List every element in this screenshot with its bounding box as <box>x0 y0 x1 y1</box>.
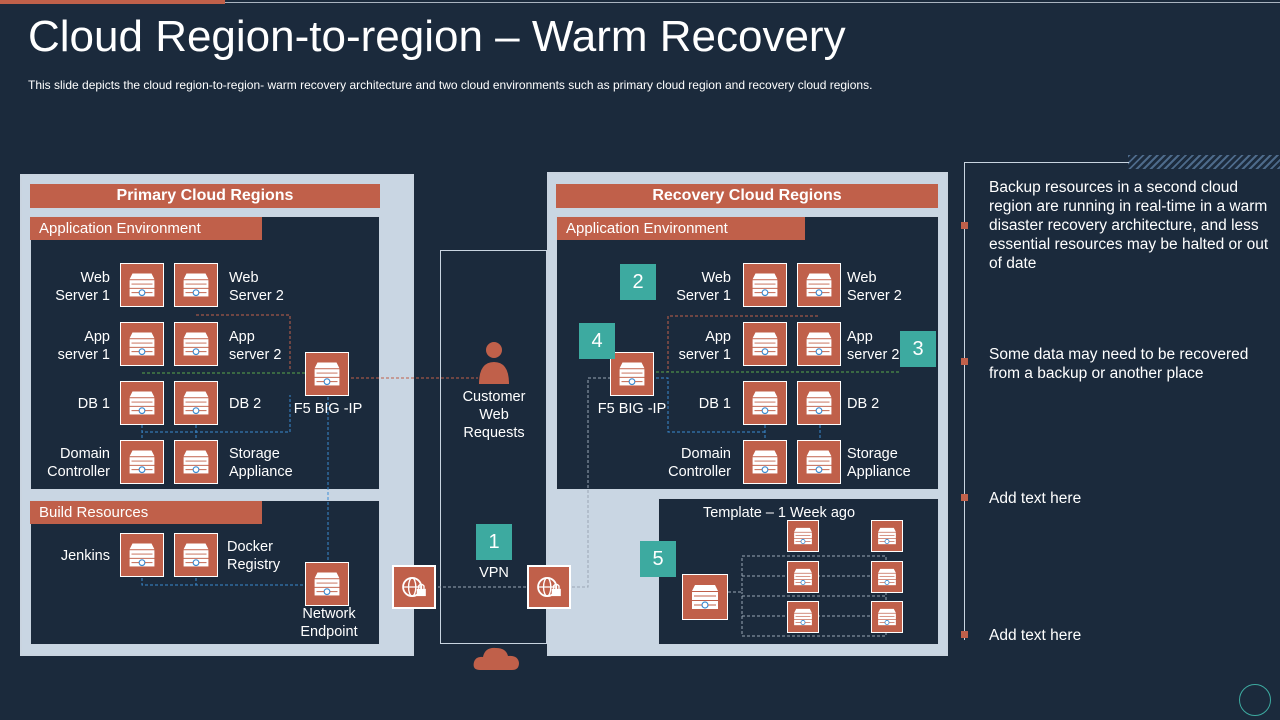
primary-app-env-tab: Application Environment <box>30 217 262 240</box>
primary-storage-appliance-icon <box>174 440 218 484</box>
primary-app-server-1-label: App server 1 <box>57 329 110 363</box>
recovery-web-server-2-icon <box>797 263 841 307</box>
recovery-db-2-label: DB 2 <box>847 396 880 412</box>
primary-db-2-label: DB 2 <box>229 396 262 412</box>
globe-lock-icon <box>527 565 571 609</box>
template-copy-icon <box>787 601 819 633</box>
step-5-badge: 5 <box>640 541 676 577</box>
recovery-web-server-2-label: Web Server 2 <box>847 270 902 304</box>
recovery-db-1-icon <box>743 381 787 425</box>
recovery-storage-appliance-label: Storage Appliance <box>847 446 911 480</box>
primary-web-server-1-icon <box>120 263 164 307</box>
primary-web-server-2-label: Web Server 2 <box>229 270 284 304</box>
primary-app-server-1-icon <box>120 322 164 366</box>
corner-circle <box>1239 684 1271 716</box>
primary-db-1-icon <box>120 381 164 425</box>
recovery-region-header: Recovery Cloud Regions <box>556 184 938 208</box>
recovery-app-server-2-icon <box>797 322 841 366</box>
recovery-f5-label: F5 BIG -IP <box>597 401 667 417</box>
template-copy-icon <box>871 561 903 593</box>
recovery-app-server-2-label: App server 2 <box>847 329 900 363</box>
cloud-icon <box>472 644 520 672</box>
recovery-app-env-tab: Application Environment <box>557 217 805 240</box>
primary-domain-controller-label: Domain Controller <box>47 446 110 480</box>
template-copy-icon <box>787 520 819 552</box>
top-bar-accent <box>0 0 225 4</box>
primary-web-server-2-icon <box>174 263 218 307</box>
step-1-badge: 1 <box>476 524 512 560</box>
user-icon <box>478 340 510 384</box>
template-label: Template – 1 Week ago <box>702 505 856 521</box>
recovery-domain-controller-icon <box>743 440 787 484</box>
slide-title: Cloud Region-to-region – Warm Recovery <box>28 12 846 61</box>
step-2-badge: 2 <box>620 264 656 300</box>
recovery-db-2-icon <box>797 381 841 425</box>
primary-build-tab: Build Resources <box>30 501 262 524</box>
slide-subtitle: This slide depicts the cloud region-to-r… <box>28 78 873 92</box>
template-source-icon <box>682 574 728 620</box>
top-bar-line <box>225 2 1280 3</box>
primary-app-server-2-label: App server 2 <box>229 329 282 363</box>
note-4: Add text here <box>989 627 1082 644</box>
vpn-connection-box <box>440 250 547 644</box>
primary-db-2-icon <box>174 381 218 425</box>
primary-web-server-1-label: Web Server 1 <box>55 270 110 304</box>
note-1: Backup resources in a second cloud regio… <box>989 179 1269 272</box>
template-copy-icon <box>871 601 903 633</box>
primary-domain-controller-icon <box>120 440 164 484</box>
recovery-f5-icon <box>610 352 654 396</box>
step-3-badge: 3 <box>900 331 936 367</box>
template-copy-icon <box>871 520 903 552</box>
note-2: Some data may need to be recovered from … <box>989 346 1249 382</box>
primary-docker-icon <box>174 533 218 577</box>
note-3: Add text here <box>989 490 1082 507</box>
timeline-top-line <box>964 162 1129 163</box>
recovery-domain-controller-label: Domain Controller <box>668 446 731 480</box>
primary-jenkins-icon <box>120 533 164 577</box>
note-bullet-3 <box>961 494 968 501</box>
primary-f5-label: F5 BIG -IP <box>293 401 363 417</box>
timeline-line <box>964 162 965 640</box>
decorative-hatch <box>1128 155 1280 169</box>
vpn-label: VPN <box>479 565 509 581</box>
recovery-app-server-1-icon <box>743 322 787 366</box>
recovery-db-1-label: DB 1 <box>698 396 731 412</box>
primary-f5-icon <box>305 352 349 396</box>
primary-app-server-2-icon <box>174 322 218 366</box>
note-bullet-4 <box>961 631 968 638</box>
primary-storage-appliance-label: Storage Appliance <box>229 446 293 480</box>
recovery-web-server-1-label: Web Server 1 <box>676 270 731 304</box>
globe-lock-icon <box>392 565 436 609</box>
step-4-badge: 4 <box>579 323 615 359</box>
recovery-app-server-1-label: App server 1 <box>678 329 731 363</box>
customer-web-requests-label: Customer Web Requests <box>462 389 526 441</box>
note-bullet-1 <box>961 222 968 229</box>
recovery-web-server-1-icon <box>743 263 787 307</box>
primary-network-endpoint-label: Network Endpoint <box>300 606 358 640</box>
primary-jenkins-label: Jenkins <box>60 548 110 564</box>
recovery-storage-appliance-icon <box>797 440 841 484</box>
template-copy-icon <box>787 561 819 593</box>
note-bullet-2 <box>961 358 968 365</box>
primary-docker-label: Docker Registry <box>227 539 281 573</box>
primary-db-1-label: DB 1 <box>77 396 110 412</box>
primary-network-endpoint-icon <box>305 562 349 606</box>
primary-region-header: Primary Cloud Regions <box>30 184 380 208</box>
